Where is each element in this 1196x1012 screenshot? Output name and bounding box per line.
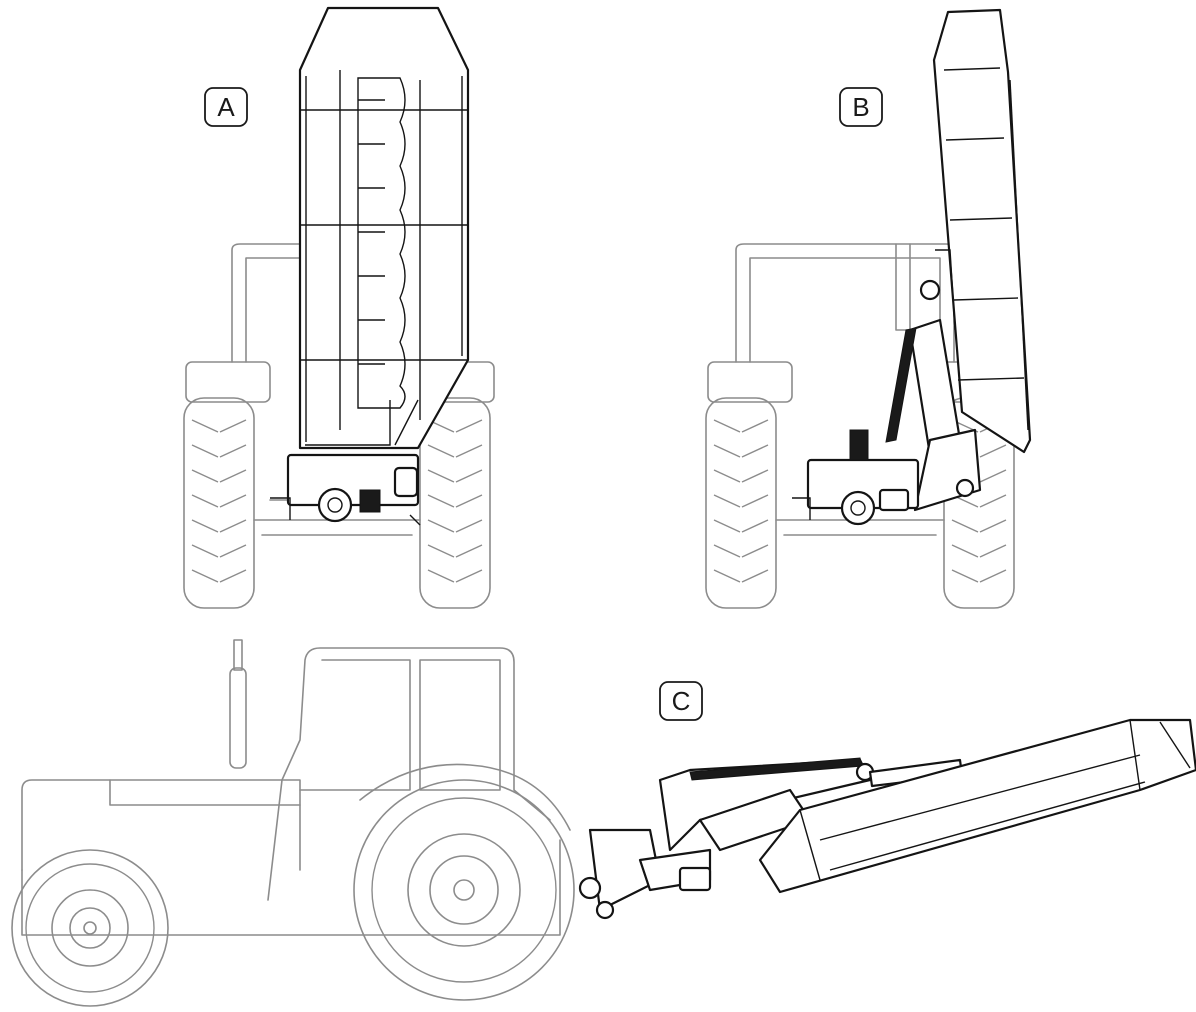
- lift-mechanism-b: [885, 249, 982, 512]
- left-rear-wheel-b: [705, 397, 777, 609]
- headstock-a: [270, 453, 421, 526]
- cutter-discs-a: [357, 77, 406, 409]
- headstock-b: [792, 429, 920, 526]
- cutter-bar-c: [758, 718, 1196, 894]
- view-b-label-text: B: [852, 92, 869, 122]
- hitch-c: [578, 828, 712, 920]
- view-b-label: B: [839, 87, 883, 127]
- view-a-rear-folded: A: [183, 6, 495, 609]
- right-rear-wheel-a: [419, 397, 491, 609]
- view-a-label: A: [204, 87, 248, 127]
- view-c-label: C: [659, 681, 703, 721]
- mower-folded-a: [270, 6, 470, 526]
- rear-wheel-c: [353, 779, 575, 1001]
- mower-lifted-b: [792, 8, 1032, 526]
- view-c-side-transport: C: [11, 639, 1196, 1007]
- mower-side-c: [578, 718, 1196, 920]
- view-a-label-text: A: [217, 92, 235, 122]
- tractor-side-c: [11, 639, 575, 1007]
- view-c-label-text: C: [672, 686, 691, 716]
- left-rear-wheel-a: [183, 397, 255, 609]
- front-wheel-c: [11, 849, 169, 1007]
- view-b-rear-lifted: B: [705, 8, 1032, 609]
